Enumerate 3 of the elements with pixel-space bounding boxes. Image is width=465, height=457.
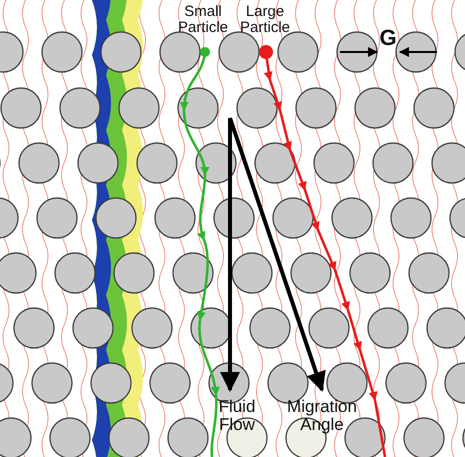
gap-label: G [378,26,398,50]
particle-label: Large Particle [238,4,292,36]
particle-label: Small Particle [176,4,230,36]
